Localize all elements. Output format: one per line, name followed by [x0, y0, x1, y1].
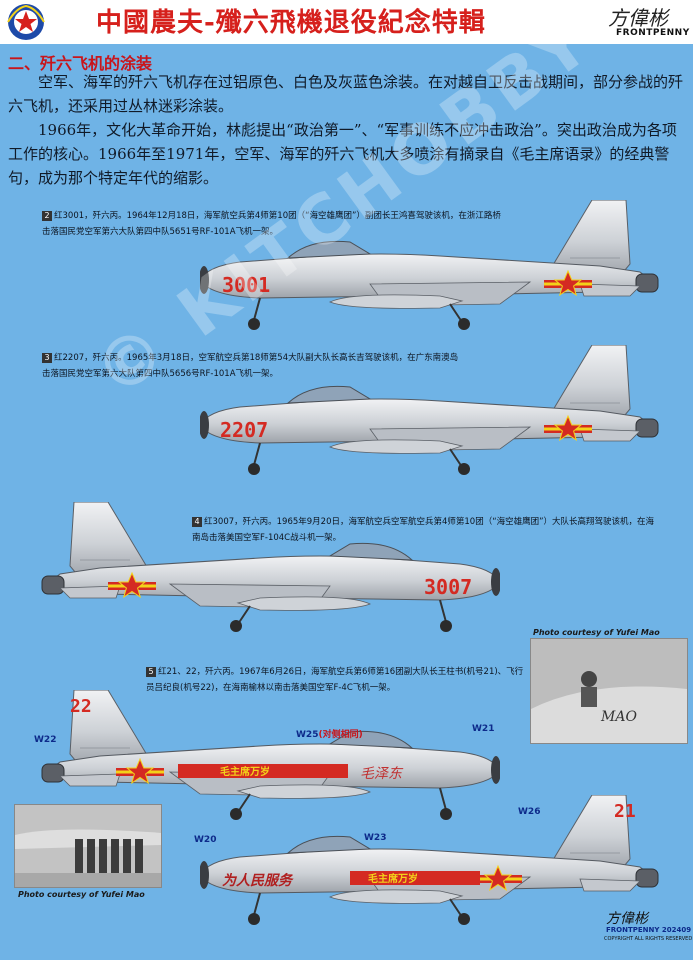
caption-text: 红3001，歼六丙。1964年12月18日，海军航空兵第4师第10团（“海空雄鹰…: [42, 211, 501, 237]
calligraphy-text: 为人民服务: [222, 872, 294, 889]
historical-photo-pilots: [14, 804, 162, 888]
jet-serial: 3001: [222, 273, 270, 297]
caption-number: 4: [192, 517, 202, 527]
intro-paragraph-1: 空军、海军的歼六飞机存在过铝原色、白色及灰蓝色涂装。在对越自卫反击战期间，部分参…: [8, 73, 684, 115]
brand-name: FRONTPENNY: [616, 28, 690, 38]
historical-photo-cockpit: MAO: [530, 638, 688, 744]
label-w23: W23: [364, 833, 387, 843]
caption-number: 2: [42, 211, 52, 221]
slogan-stripe: [350, 871, 480, 885]
label-w25-code: W25: [296, 730, 319, 740]
caption-number: 3: [42, 353, 52, 363]
label-w20: W20: [194, 835, 217, 845]
label-w25: W25(对侧相同): [296, 727, 363, 740]
header-bar: 中國農夫-殲六飛機退役紀念特輯 方偉彬 FRONTPENNY: [0, 0, 693, 44]
footer-brand: FRONTPENNY 202409: [606, 926, 692, 934]
tail-number: 21: [614, 801, 636, 822]
label-w25-note: (对侧相同): [318, 730, 363, 740]
slogan-text: 毛主席万岁: [368, 872, 418, 885]
caption-text: 红3007，歼六丙。1965年9月20日，海军航空兵空军航空兵第4师第10团（“…: [192, 517, 655, 543]
footer-copyright: COPYRIGHT ALL RIGHTS RESERVED: [604, 936, 693, 942]
label-w22: W22: [34, 735, 57, 745]
jet-profile-3001: 3001: [200, 200, 659, 331]
caption-number: 5: [146, 667, 156, 677]
caption-text: 红2207，歼六丙。1965年3月18日，空军航空兵第18师第54大队副大队长高…: [42, 353, 459, 379]
svg-text:MAO: MAO: [600, 709, 637, 725]
caption-text: 红21、22，歼六丙。1967年6月26日，海军航空兵第6师第16团副大队长王柱…: [146, 667, 524, 693]
artist-signature: 方偉彬: [608, 6, 668, 30]
calligraphy-text: 毛泽东: [360, 766, 404, 782]
jet-profile-21: 21 毛主席万岁 为人民服务: [200, 795, 659, 926]
label-w21: W21: [472, 724, 495, 734]
slogan-stripe: [178, 764, 348, 778]
label-w26: W26: [518, 807, 541, 817]
footer-signature: 方偉彬: [606, 911, 648, 927]
tail-number: 22: [70, 696, 92, 717]
page-title: 中國農夫-殲六飛機退役紀念特輯: [96, 8, 486, 38]
air-force-emblem-icon: [7, 4, 45, 40]
intro-paragraph-2: 1966年，文化大革命开始，林彪提出“政治第一”、“军事训练不应冲击政治”。突出…: [8, 121, 677, 187]
jet-profile-22: 22 毛主席万岁 毛泽东: [41, 690, 500, 821]
slogan-text: 毛主席万岁: [220, 765, 270, 778]
jet-profile-2207: 2207: [200, 345, 659, 476]
jet-profile-3007: 3007: [41, 502, 500, 633]
jet-serial: 2207: [220, 418, 268, 442]
section-title: 二、歼六飞机的涂装: [8, 54, 153, 73]
jet-serial: 3007: [424, 575, 472, 599]
photo-credit-2: Photo courtesy of Yufei Mao: [18, 890, 145, 899]
photo-credit-1: Photo courtesy of Yufei Mao: [533, 628, 660, 637]
